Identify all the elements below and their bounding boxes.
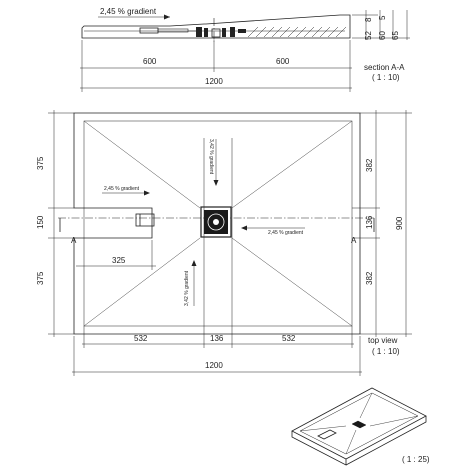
bottom-gradient: 3,42 % gradient — [184, 260, 197, 306]
bottom-dims: 532 136 532 1200 — [72, 312, 362, 376]
arrow-left-icon — [241, 225, 247, 231]
section-height-2: 8 — [364, 17, 373, 22]
section-width-left: 600 — [143, 57, 157, 66]
top-gradient: 3,42 % gradient — [208, 139, 219, 186]
right-dim-bottom: 382 — [365, 271, 374, 285]
left-dim-top: 375 — [36, 156, 45, 170]
section-total-width: 1200 — [205, 77, 223, 86]
top-view: A A 3,42 % gradient 2,45 % gradient 2,45… — [36, 110, 412, 376]
section-title: section A-A — [364, 63, 405, 72]
top-view-total-width: 1200 — [205, 361, 223, 370]
section-marker-right: A — [351, 236, 357, 245]
left-dims: 375 150 375 — [36, 110, 74, 337]
arrow-up-icon — [191, 260, 197, 266]
left-dim-middle: 150 — [36, 215, 45, 229]
section-marker-left: A — [71, 236, 77, 245]
left-dim-bottom: 375 — [36, 271, 45, 285]
gradient-label-top: 3,42 % gradient — [208, 139, 214, 175]
section-width-dims: 600 600 1200 — [80, 40, 352, 92]
section-gradient-label: 2,45 % gradient — [100, 7, 157, 16]
iso-drain-icon — [351, 420, 367, 429]
iso-scale: ( 1 : 25) — [402, 455, 430, 464]
section-view: 2,45 % gradient — [80, 7, 410, 92]
arrow-down-icon — [213, 180, 219, 186]
section-drain — [139, 18, 246, 42]
top-view-title: top view — [368, 336, 398, 345]
gradient-label-right: 2,45 % gradient — [268, 230, 304, 236]
section-height-5: 65 — [391, 31, 400, 40]
arrow-right-icon — [144, 190, 150, 196]
section-width-right: 600 — [276, 57, 290, 66]
top-view-scale: ( 1 : 10) — [372, 347, 400, 356]
right-dim-middle: 136 — [365, 215, 374, 229]
right-dims: 382 136 382 900 — [352, 110, 412, 337]
gradient-label-bottom: 3,42 % gradient — [184, 270, 190, 306]
bottom-dim-middle: 136 — [210, 334, 224, 343]
bottom-dim-left: 532 — [134, 334, 148, 343]
section-height-3: 60 — [378, 31, 387, 40]
section-scale: ( 1 : 10) — [372, 73, 400, 82]
iso-view: ( 1 : 25) — [291, 387, 430, 466]
cut-dim: 325 — [76, 240, 156, 270]
right-dim-top: 382 — [365, 158, 374, 172]
section-height-1: 52 — [364, 31, 373, 40]
drain-icon — [200, 206, 232, 238]
cut-dim-label: 325 — [112, 256, 126, 265]
overall-height: 900 — [395, 216, 404, 230]
section-height-dims: 52 8 60 5 65 — [352, 10, 410, 40]
left-gradient: 2,45 % gradient — [102, 186, 150, 196]
gradient-label-left: 2,45 % gradient — [104, 186, 140, 192]
right-gradient: 2,45 % gradient — [241, 225, 305, 236]
section-hatch — [247, 26, 347, 38]
gradient-arrow-icon — [164, 14, 170, 20]
section-height-4: 5 — [378, 15, 387, 20]
bottom-dim-right: 532 — [282, 334, 296, 343]
